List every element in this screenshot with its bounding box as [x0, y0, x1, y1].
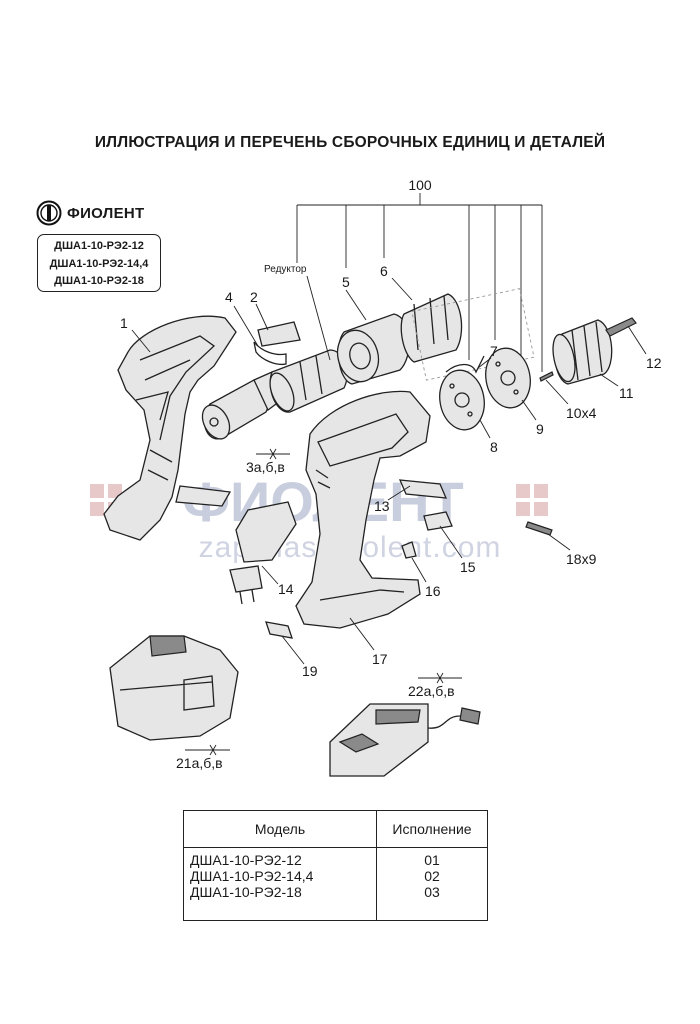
model-name: ДША1-10-РЭ2-12 — [190, 852, 302, 868]
callout-5: 5 — [342, 274, 350, 290]
callout-reducer: Редуктор — [264, 264, 307, 275]
table-row: ДША1-10-РЭ2-12 ДША1-10-РЭ2-14,4 ДША1-10-… — [183, 847, 488, 921]
callout-9: 9 — [536, 421, 544, 437]
callout-11: 11 — [619, 385, 634, 401]
callout-18: 18х9 — [566, 551, 597, 567]
part-1-housing-half — [103, 315, 237, 541]
callout-16: 16 — [425, 583, 441, 599]
versions-table: Модель Исполнение ДША1-10-РЭ2-12 ДША1-10… — [183, 810, 488, 921]
part-6-castle — [400, 293, 463, 363]
reducer-core — [269, 349, 348, 413]
exploded-diagram: ФИОЛЕНТ zapchasti-fiolent.com — [90, 177, 662, 777]
callout-6: 6 — [380, 263, 388, 279]
models-box-item: ДША1-10-РЭ2-18 — [54, 275, 144, 287]
callout-3: 3а,б,в — [246, 459, 285, 475]
version-code: 01 — [424, 852, 440, 868]
part-19 — [265, 621, 293, 639]
callout-15: 15 — [460, 559, 476, 575]
part-22-charger — [329, 703, 481, 777]
model-name: ДША1-10-РЭ2-14,4 — [190, 868, 314, 884]
part-18-screw — [525, 521, 553, 536]
callout-labels: 100 Редуктор 1 2 4 5 6 7 8 9 10х4 11 12 … — [120, 177, 662, 771]
part-15 — [423, 511, 453, 531]
versions-cell: 01 02 03 — [376, 847, 488, 921]
fiolent-logo-icon — [36, 200, 62, 226]
part-16 — [401, 541, 417, 559]
callout-10: 10х4 — [566, 405, 597, 421]
callout-21: 21а,б,в — [176, 755, 223, 771]
callout-4: 4 — [225, 289, 233, 305]
page-title: ИЛЛЮСТРАЦИЯ И ПЕРЕЧЕНЬ СБОРОЧНЫХ ЕДИНИЦ … — [94, 134, 606, 151]
callout-19: 19 — [302, 663, 318, 679]
part-12-screw — [605, 317, 637, 337]
part-14-switch — [229, 501, 297, 605]
callout-17: 17 — [372, 651, 388, 667]
part-9-plate — [485, 347, 531, 409]
callout-7: 7 — [490, 343, 498, 359]
brand-block: ФИОЛЕНТ — [36, 200, 145, 226]
callout-100: 100 — [408, 177, 432, 193]
version-code: 03 — [424, 884, 440, 900]
column-header-model: Модель — [183, 810, 377, 848]
table-header-row: Модель Исполнение — [183, 810, 488, 848]
part-21-battery — [109, 635, 239, 741]
column-header-version: Исполнение — [376, 810, 488, 848]
leader-lines — [131, 275, 647, 756]
part-10-screw — [539, 371, 554, 382]
callout-1: 1 — [120, 315, 128, 331]
part-11-chuck — [552, 319, 613, 385]
models-cell: ДША1-10-РЭ2-12 ДША1-10-РЭ2-14,4 ДША1-10-… — [183, 847, 377, 921]
version-code: 02 — [424, 868, 440, 884]
models-box-item: ДША1-10-РЭ2-12 — [54, 240, 144, 252]
callout-14: 14 — [278, 581, 294, 597]
dashed-guide — [411, 288, 535, 381]
models-box-item: ДША1-10-РЭ2-14,4 — [49, 257, 149, 270]
brand-name: ФИОЛЕНТ — [67, 204, 145, 222]
callout-2: 2 — [250, 289, 258, 305]
part-4 — [253, 341, 287, 366]
callout-22: 22а,б,в — [408, 683, 455, 699]
part-3-motor — [201, 371, 285, 440]
part-2 — [257, 321, 301, 347]
part-8-plate — [439, 369, 485, 431]
callout-12: 12 — [646, 355, 662, 371]
part-5-ring — [336, 313, 410, 385]
callout-13: 13 — [374, 498, 390, 514]
part-17-housing — [295, 390, 431, 629]
models-box: ДША1-10-РЭ2-12 ДША1-10-РЭ2-14,4 ДША1-10-… — [37, 234, 161, 292]
callout-8: 8 — [490, 439, 498, 455]
part-7 — [445, 355, 485, 374]
assembly-100-bracket — [296, 193, 543, 395]
model-name: ДША1-10-РЭ2-18 — [190, 884, 302, 900]
